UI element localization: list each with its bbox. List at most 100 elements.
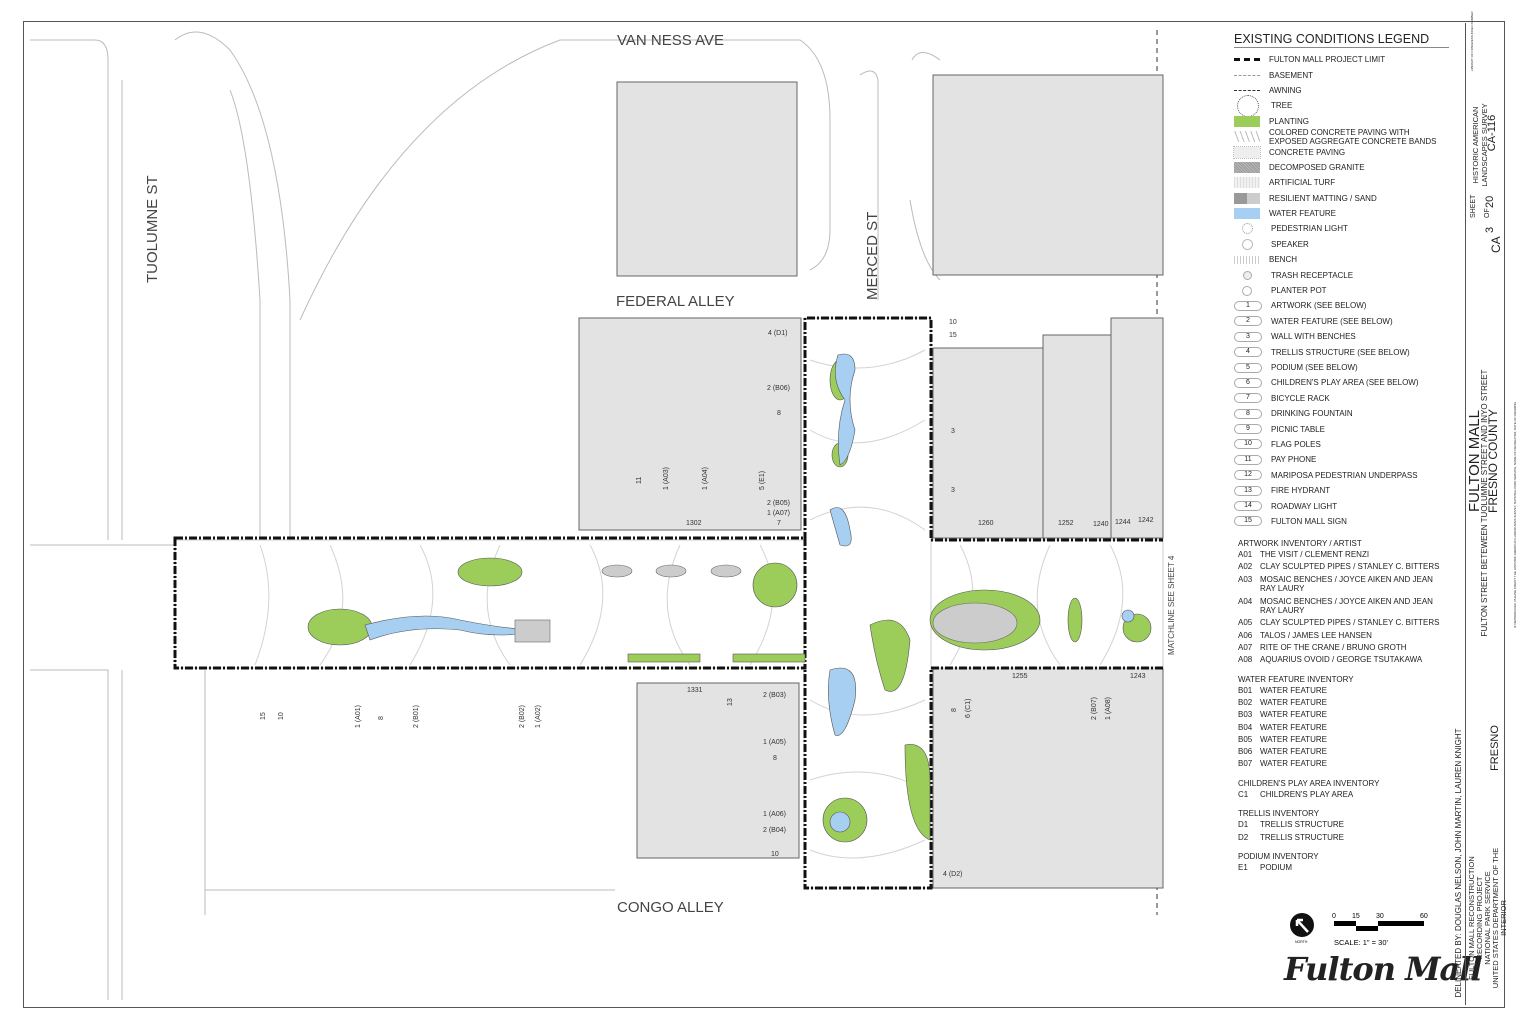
speaker-icon	[1242, 238, 1253, 250]
inventory-title: CHILDREN'S PLAY AREA INVENTORY	[1238, 778, 1380, 788]
label: A05	[1238, 618, 1253, 628]
label: B05	[1238, 734, 1253, 744]
label: 10	[278, 712, 285, 720]
planter-pot-icon	[1242, 285, 1252, 296]
street-label: CONGO ALLEY	[617, 899, 724, 916]
legend-label: ROADWAY LIGHT	[1271, 501, 1338, 511]
drawing-sheet	[23, 21, 1505, 1008]
label: A02	[1238, 562, 1253, 572]
legend-item: AWNING	[1234, 83, 1449, 98]
buildings	[578, 74, 1164, 889]
label: TRELLIS STRUCTURE	[1260, 832, 1345, 842]
label: 8	[773, 755, 777, 762]
label: DELINEATED BY: DOUGLAS NELSON, JOHN MART…	[1454, 728, 1463, 998]
project-limit-line-icon	[1234, 58, 1260, 62]
callout-number-icon: 4	[1234, 347, 1262, 358]
legend-label: RESILIENT MATTING / SAND	[1269, 193, 1377, 203]
basement-line-icon	[1234, 74, 1260, 76]
legend-label: PODIUM (SEE BELOW)	[1271, 363, 1358, 372]
legend-item: PEDESTRIAN LIGHT	[1234, 221, 1449, 236]
turf-swatch-icon	[1234, 177, 1260, 189]
fulton-mall-logo: Fulton Mall	[1284, 950, 1483, 988]
inventory-title: TRELLIS INVENTORY	[1238, 809, 1320, 819]
legend-item: RESILIENT MATTING / SAND	[1234, 191, 1449, 206]
legend-item: BASEMENT	[1234, 67, 1449, 82]
legend-label: TREE	[1271, 101, 1293, 111]
label: 1 (A08)	[1105, 697, 1112, 720]
label: 1244	[1115, 519, 1131, 526]
legend: EXISTING CONDITIONS LEGEND FULTON MALL P…	[1233, 32, 1449, 876]
label: 10	[771, 851, 779, 858]
street-label: MERCED ST	[864, 212, 881, 300]
label: AQUARIUS OVOID / GEORGE TSUTAKAWA	[1260, 655, 1423, 665]
legend-label: PLANTING	[1269, 116, 1310, 126]
legend-label: DECOMPOSED GRANITE	[1269, 162, 1365, 172]
legend-label: AWNING	[1269, 85, 1302, 95]
legend-item: SPEAKER	[1234, 237, 1449, 252]
awning-line-icon	[1234, 89, 1260, 91]
legend-label: COLORED CONCRETE PAVING WITH EXPOSED AGG…	[1269, 127, 1437, 146]
label: WATER FEATURE	[1260, 747, 1327, 757]
label: 11	[636, 477, 643, 484]
label: 2 (B06)	[767, 385, 790, 392]
legend-label: CHILDREN'S PLAY AREA (SEE BELOW)	[1271, 378, 1419, 388]
callout-number-icon: 7	[1234, 393, 1262, 404]
label: 5 (E1)	[759, 471, 766, 490]
label: OF	[1484, 208, 1491, 218]
label: PODIUM	[1260, 863, 1292, 873]
legend-label: FULTON MALL SIGN	[1271, 516, 1347, 526]
concrete-swatch-icon	[1233, 145, 1261, 159]
legend-item: PLANTER POT	[1234, 283, 1449, 298]
legend-label: ARTWORK (SEE BELOW)	[1271, 301, 1367, 311]
callout-number-icon: 2	[1234, 316, 1262, 327]
label: FRESNO COUNTY	[1486, 409, 1500, 514]
legend-item: DECOMPOSED GRANITE	[1234, 160, 1449, 175]
callout-labels: 4 (D1)2 (B06) 8 11 1 (A03) 1 (A04) 5 (E1…	[260, 319, 1112, 878]
label: 1 (A04)	[702, 467, 709, 490]
legend-label: PLANTER POT	[1271, 286, 1327, 296]
granite-swatch-icon	[1234, 161, 1260, 173]
legend-label: FULTON MALL PROJECT LIMIT	[1269, 55, 1386, 65]
label: E1	[1238, 863, 1248, 873]
street-label: FEDERAL ALLEY	[616, 293, 735, 310]
callout-number-icon: 9	[1234, 424, 1262, 435]
label: 60	[1420, 913, 1428, 920]
legend-label: DRINKING FOUNTAIN	[1271, 409, 1353, 419]
label: D1	[1238, 820, 1249, 830]
label: A03	[1238, 574, 1253, 584]
label: CHILDREN'S PLAY AREA	[1260, 789, 1354, 799]
scale-label: SCALE: 1" = 30'	[1334, 938, 1388, 947]
label: B01	[1238, 685, 1253, 695]
pedestrian-light-icon	[1242, 223, 1253, 235]
label: 20	[1484, 195, 1496, 208]
label: A07	[1238, 642, 1253, 652]
water-swatch-icon	[1234, 208, 1260, 220]
callout-number-icon: 1	[1234, 300, 1262, 311]
callout-number-icon: 15	[1234, 516, 1262, 527]
label: 1240	[1093, 521, 1109, 528]
label: 2 (B05)	[767, 500, 790, 507]
label: WATER FEATURE	[1260, 734, 1327, 744]
legend-label: BENCH	[1269, 255, 1298, 265]
legend-label: WATER FEATURE (SEE BELOW)	[1271, 316, 1393, 326]
label: C1	[1238, 789, 1249, 799]
label: B02	[1238, 697, 1253, 707]
label: 2 (B02)	[519, 705, 526, 728]
